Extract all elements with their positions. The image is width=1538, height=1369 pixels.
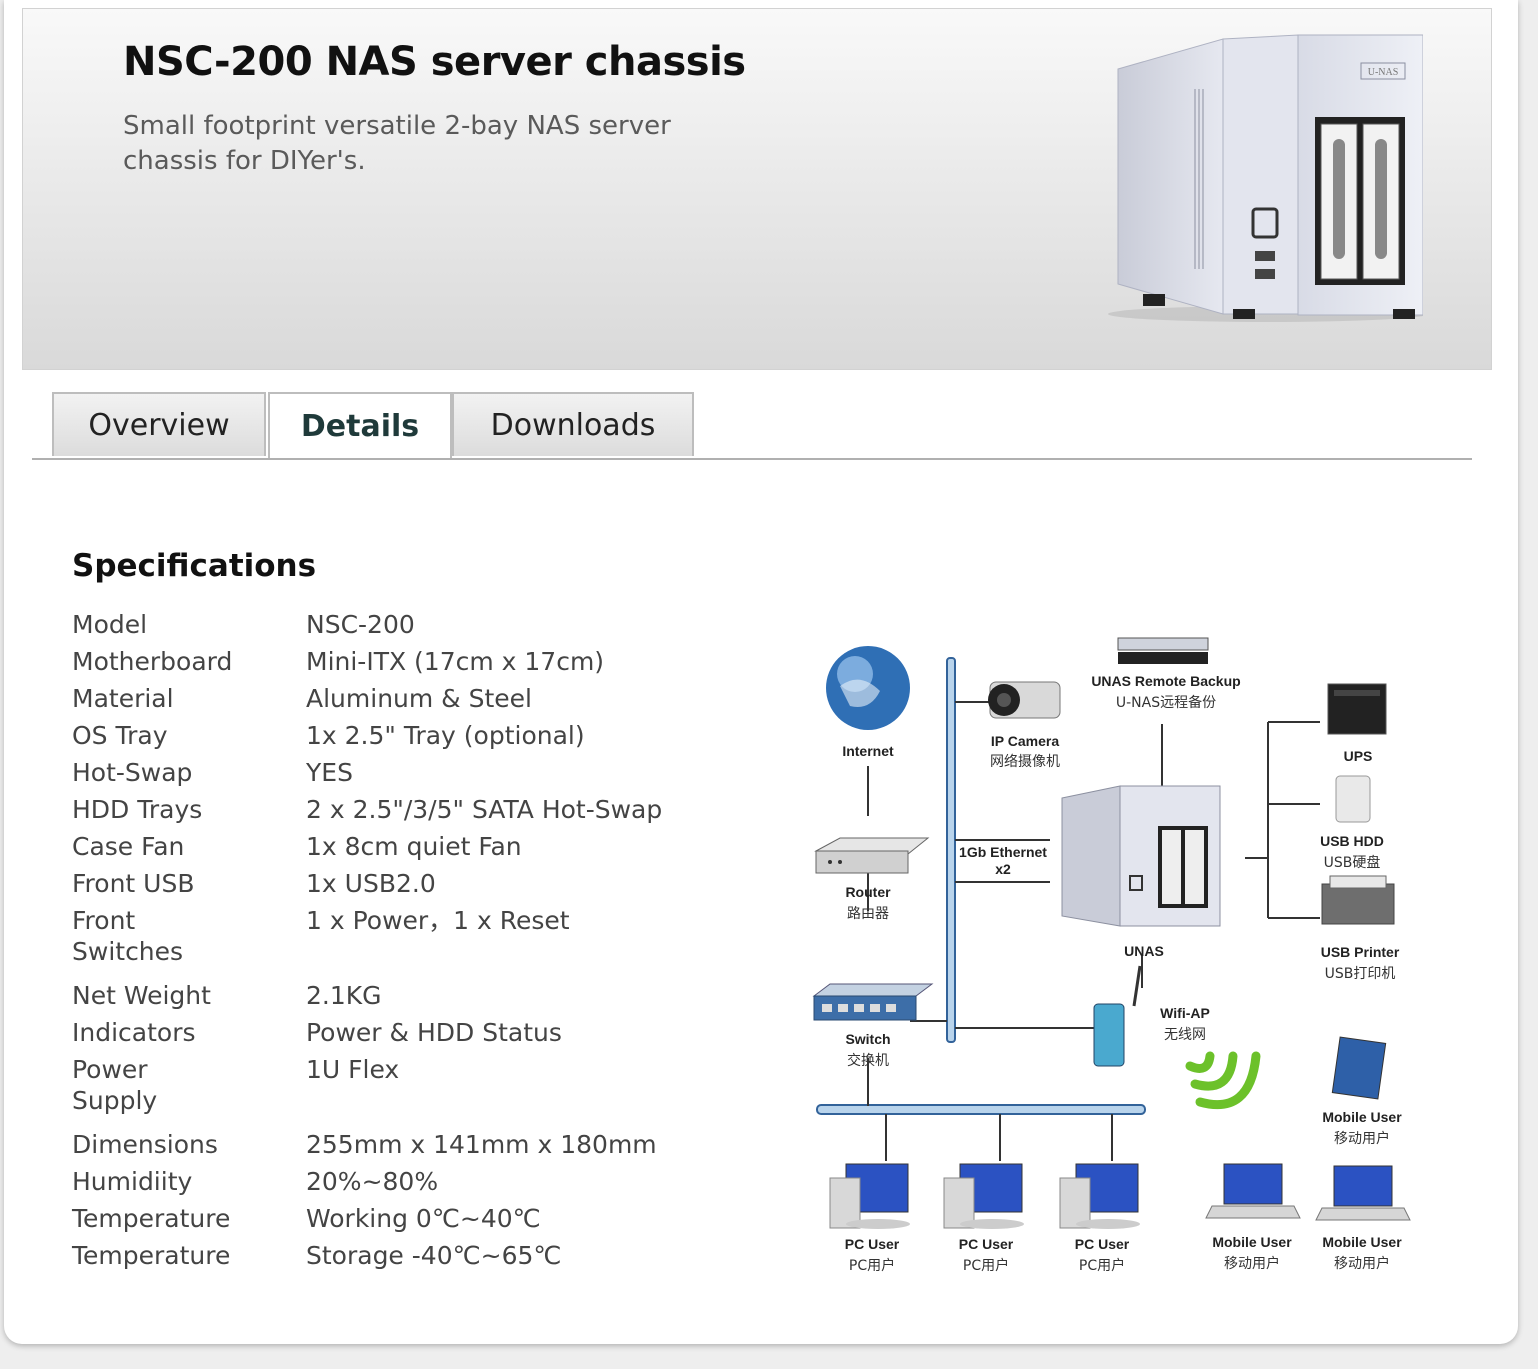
tab-downloads[interactable]: Downloads (452, 392, 694, 456)
spec-label: Temperature (72, 1204, 231, 1233)
laptop-icon-1 (1205, 1163, 1301, 1219)
spec-value: 1x USB2.0 (306, 869, 436, 898)
spec-value: Aluminum & Steel (306, 684, 533, 713)
spec-value: 255mm x 141mm x 180mm (306, 1130, 657, 1159)
svg-text:USB HDD: USB HDD (1320, 833, 1384, 849)
laptop-icon-2 (1315, 1165, 1411, 1221)
svg-text:移动用户: 移动用户 (1334, 1130, 1390, 1147)
spec-label: Hot-Swap (72, 758, 193, 787)
pc-icon-3 (1059, 1163, 1140, 1229)
svg-text:PC用户: PC用户 (1079, 1257, 1125, 1274)
svg-text:UPS: UPS (1344, 748, 1373, 764)
spec-value: 1 x Power，1 x Reset (306, 906, 570, 935)
svg-text:PC User: PC User (1075, 1236, 1130, 1252)
tab-overview-label: Overview (88, 407, 230, 443)
spec-label: Dimensions (72, 1130, 218, 1159)
tablet-icon (1331, 1036, 1387, 1100)
svg-text:U-NAS远程备份: U-NAS远程备份 (1116, 694, 1216, 711)
spec-value: 1x 2.5" Tray (optional) (306, 721, 585, 750)
spec-label: Case Fan (72, 832, 185, 861)
network-diagram: Internet IP Camera 网络摄像机 UNAS Remote Bac… (812, 637, 1411, 1274)
spec-value: Mini-ITX (17cm x 17cm) (306, 647, 605, 676)
product-image: U-NAS (1108, 34, 1423, 322)
backbone-bus (946, 657, 956, 1043)
spec-label: Material (72, 684, 174, 713)
product-logo: U-NAS (1368, 67, 1399, 78)
svg-text:Router: Router (845, 884, 891, 900)
spec-label: Temperature (72, 1241, 231, 1270)
lan-bus (816, 1104, 1146, 1115)
spec-label: Humidiity (72, 1167, 193, 1196)
tab-overview[interactable]: Overview (52, 392, 266, 456)
spec-value: YES (306, 758, 353, 787)
router-icon (814, 837, 930, 874)
spec-value: 2.1KG (306, 981, 382, 1010)
svg-text:Internet: Internet (842, 743, 894, 759)
svg-text:PC用户: PC用户 (849, 1257, 895, 1274)
spec-label: Front Switches (72, 906, 184, 966)
printer-icon (1321, 875, 1395, 925)
svg-text:x2: x2 (995, 861, 1011, 877)
svg-text:IP Camera: IP Camera (991, 733, 1059, 749)
svg-text:交换机: 交换机 (847, 1052, 889, 1069)
wifi-ap-icon (1093, 965, 1142, 1067)
spec-label: Front USB (72, 869, 195, 898)
svg-text:Mobile User: Mobile User (1212, 1234, 1292, 1250)
spec-label: Motherboard (72, 647, 233, 676)
spec-label: Indicators (72, 1018, 196, 1047)
svg-text:移动用户: 移动用户 (1224, 1255, 1280, 1272)
tab-bar: Overview Details Downloads (32, 392, 1472, 460)
spec-value: 1x 8cm quiet Fan (306, 832, 522, 861)
svg-text:路由器: 路由器 (847, 906, 889, 922)
svg-text:UNAS Remote Backup: UNAS Remote Backup (1091, 673, 1240, 689)
spec-label: Power Supply (72, 1055, 158, 1115)
unas-server-icon (1061, 785, 1221, 927)
switch-icon (812, 983, 934, 1021)
spec-value: 2 x 2.5"/3/5" SATA Hot-Swap (306, 795, 663, 824)
spec-value: 20%~80% (306, 1167, 439, 1196)
svg-text:Mobile User: Mobile User (1322, 1109, 1402, 1125)
page-title: NSC-200 NAS server chassis (123, 39, 746, 85)
svg-text:USB硬盘: USB硬盘 (1324, 854, 1381, 871)
ups-icon (1327, 683, 1387, 735)
svg-text:移动用户: 移动用户 (1334, 1255, 1390, 1272)
svg-text:PC用户: PC用户 (963, 1257, 1009, 1274)
spec-value: NSC-200 (306, 610, 415, 639)
tab-downloads-label: Downloads (490, 407, 656, 443)
spec-label: Model (72, 610, 148, 639)
spec-label: Net Weight (72, 981, 211, 1010)
spec-value: 1U Flex (306, 1055, 400, 1084)
page-subtitle: Small footprint versatile 2-bay NAS serv… (123, 111, 671, 176)
svg-text:Mobile User: Mobile User (1322, 1234, 1402, 1250)
svg-text:网络摄像机: 网络摄像机 (990, 754, 1060, 770)
svg-text:Wifi-AP: Wifi-AP (1160, 1005, 1210, 1021)
pc-icon-2 (943, 1163, 1024, 1229)
svg-text:1Gb Ethernet: 1Gb Ethernet (959, 844, 1047, 860)
tab-details-label: Details (300, 408, 420, 444)
spec-value: Storage -40℃~65℃ (306, 1241, 562, 1270)
tab-details[interactable]: Details (268, 392, 452, 458)
rack-server-icon (1117, 637, 1209, 664)
svg-text:Switch: Switch (845, 1031, 890, 1047)
spec-value: Power & HDD Status (306, 1018, 562, 1047)
svg-text:PC User: PC User (959, 1236, 1014, 1252)
wifi-signal-icon (1185, 1051, 1261, 1110)
spec-label: HDD Trays (72, 795, 203, 824)
specifications-heading: Specifications (72, 548, 317, 584)
svg-text:USB打印机: USB打印机 (1325, 965, 1396, 982)
svg-text:UNAS: UNAS (1124, 943, 1164, 959)
spec-value: Working 0℃~40℃ (306, 1204, 541, 1233)
camera-icon (988, 681, 1061, 719)
hero-banner: NSC-200 NAS server chassis Small footpri… (22, 8, 1492, 370)
pc-icon-1 (829, 1163, 910, 1229)
svg-text:无线网: 无线网 (1164, 1027, 1206, 1043)
spec-label: OS Tray (72, 721, 168, 750)
usb-hdd-icon (1335, 775, 1371, 823)
svg-text:USB Printer: USB Printer (1321, 944, 1400, 960)
svg-text:PC User: PC User (845, 1236, 900, 1252)
